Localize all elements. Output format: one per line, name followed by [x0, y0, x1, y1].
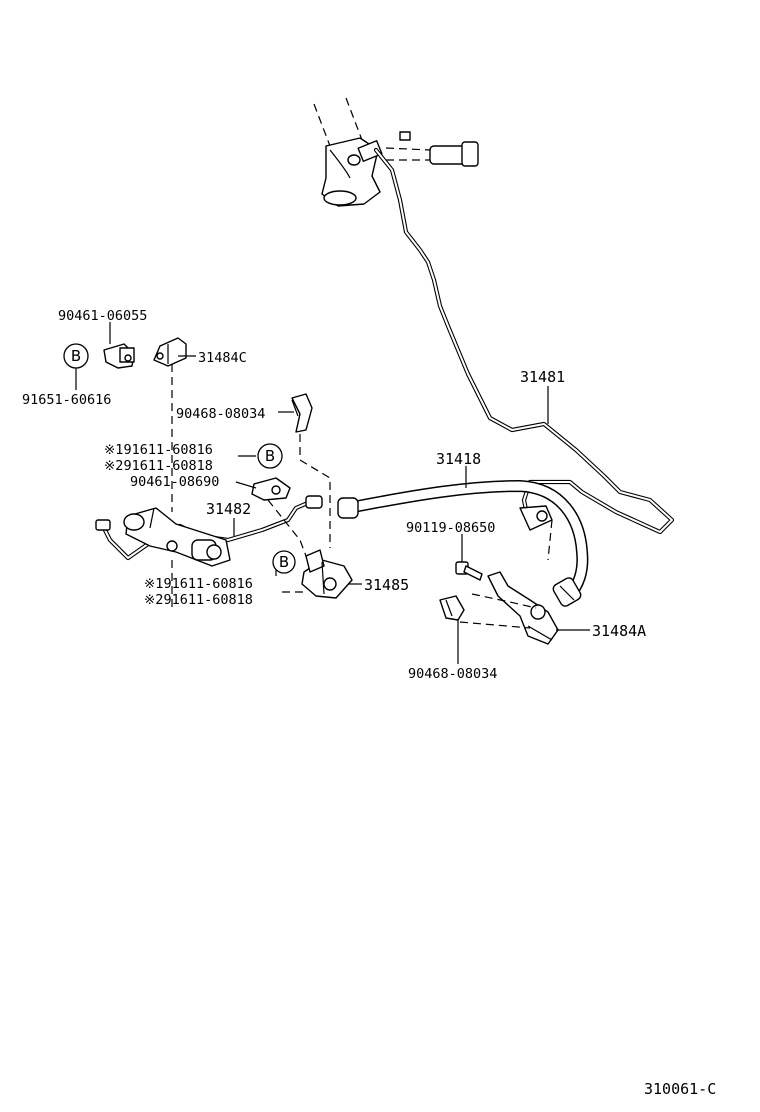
- release-cylinder-illustration: [123, 507, 231, 567]
- pipe-31481: [373, 147, 675, 535]
- assembly-dashed-lines: [171, 364, 553, 629]
- callout-31484C: 31484C: [198, 350, 247, 366]
- callout-31484A: 31484A: [592, 622, 646, 640]
- marker-b-top-text: B: [265, 447, 275, 465]
- bracket-31484C: [153, 337, 187, 367]
- callout-star1-top: ※191611-60816: [104, 442, 213, 458]
- callout-31481: 31481: [520, 368, 565, 386]
- bracket-31485: [301, 549, 353, 599]
- bracket-31484A: [487, 571, 559, 645]
- callout-star1-bottom: ※191611-60816: [144, 576, 253, 592]
- leader-lines: [75, 322, 590, 664]
- callout-31485: 31485: [364, 576, 409, 594]
- clip-90468-08034-top: [291, 393, 313, 433]
- clip-90468-08034-bottom: [439, 595, 465, 621]
- master-cylinder-illustration: [313, 97, 479, 207]
- marker-b-top: B: [257, 443, 283, 469]
- callout-star2-top: ※291611-60818: [104, 458, 213, 474]
- callout-star2-bottom: ※291611-60818: [144, 592, 253, 608]
- callout-91651-60616: 91651-60616: [22, 392, 111, 408]
- marker-b-bottom: B: [272, 550, 296, 574]
- hose-31418: [337, 479, 589, 607]
- callout-90468-08034-top: 90468-08034: [176, 406, 265, 422]
- clip-90461-08690: [251, 477, 291, 501]
- marker-b-left-text: B: [71, 347, 81, 365]
- bolt-90119-08650: [455, 561, 483, 581]
- callout-31482: 31482: [206, 500, 251, 518]
- callout-90461-06055: 90461-06055: [58, 308, 147, 324]
- diagram-code: 310061-C: [644, 1080, 716, 1098]
- callout-90468-08034-bottom: 90468-08034: [408, 666, 497, 682]
- marker-b-bottom-text: B: [279, 553, 289, 571]
- callout-90119-08650: 90119-08650: [406, 520, 495, 536]
- callout-31418: 31418: [436, 450, 481, 468]
- clip-90461-06055: [103, 343, 135, 369]
- marker-b-left: B: [63, 343, 89, 369]
- callout-90461-08690: 90461-08690: [130, 474, 219, 490]
